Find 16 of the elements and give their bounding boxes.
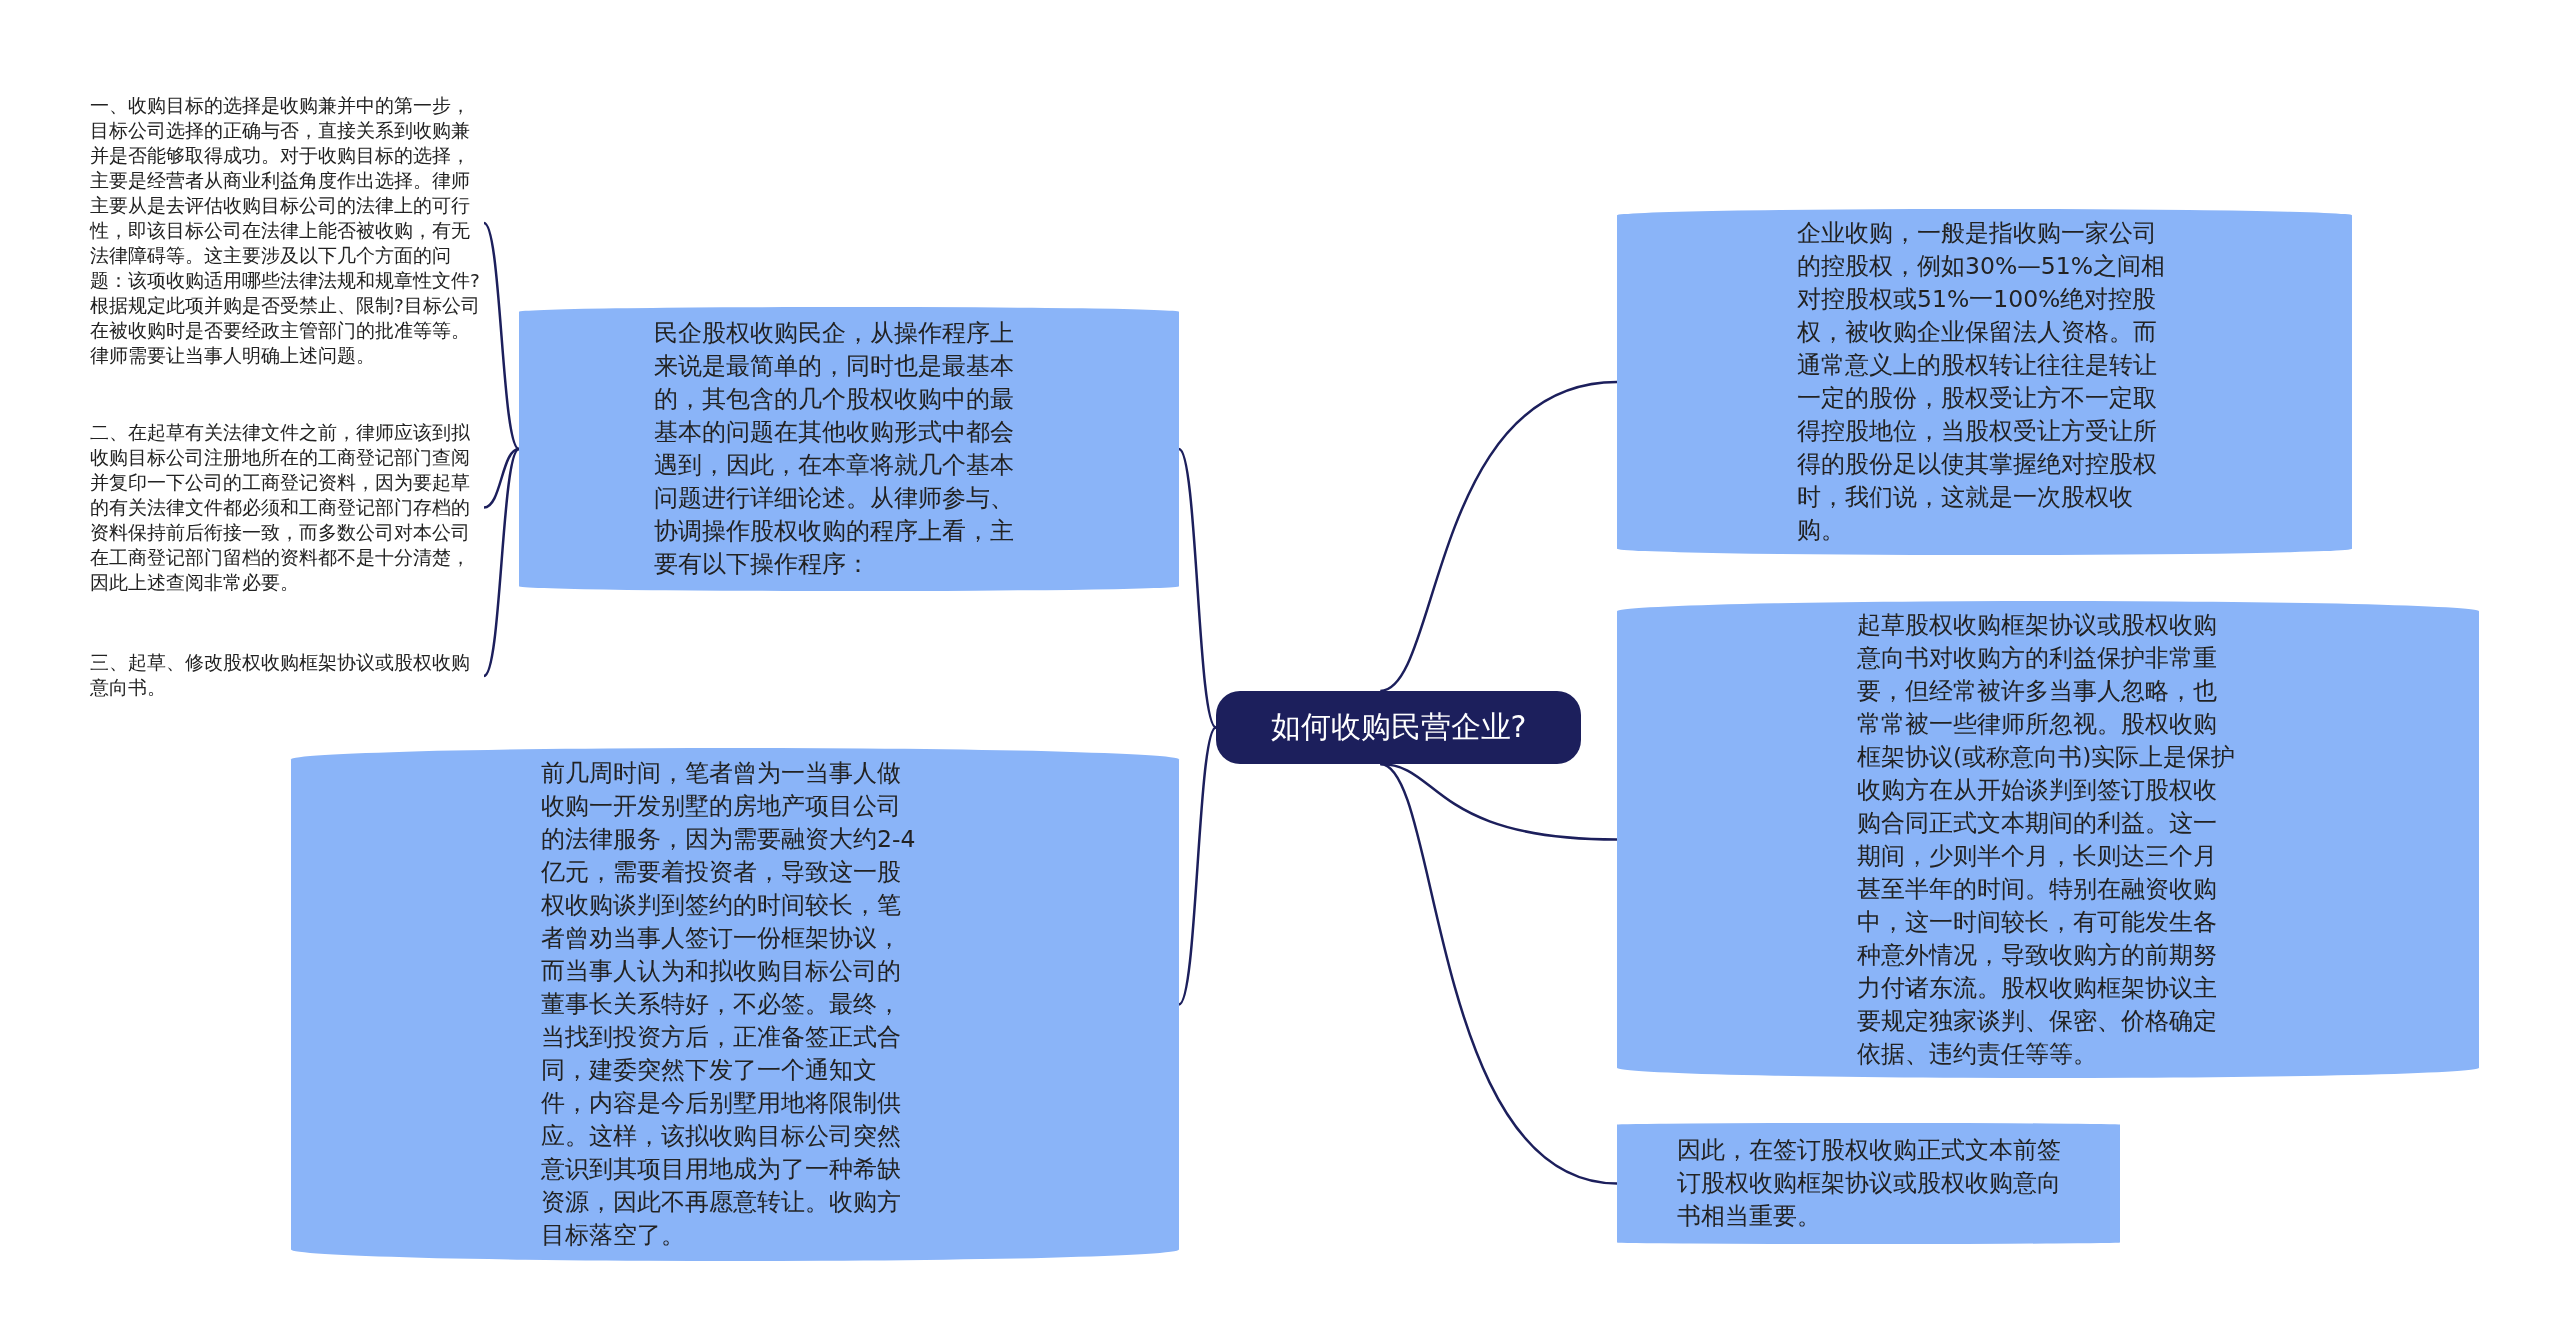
connector-line (1178, 726, 1217, 1006)
topic-pill: 民企股权收购民企，从操作程序上来说是最简单的，同时也是最基本的，其包含的几个股权收购中的最基本的问题在其他收购形式中都会遇到，因此，在本章将就几个基本问题进行详细论述。从律师参与、协调操作股权收购的程序上看，主要有以下操作程序： (519, 307, 1179, 591)
topic-pill: 企业收购，一般是指收购一家公司的控股权，例如30%—51%之间相对控股权或51%一100%绝对控股权，被收购企业保留法人资格。而通常意义上的股权转让往往是转让一定的股份，股权受让方不一定取得控股地位，当股权受让方受让所得的股份足以使其掌握绝对控股权时，我们说，这就是一次股权收购。 (1617, 209, 2352, 555)
connector-line (483, 222, 520, 450)
connector-line (483, 447, 520, 509)
note-text: 一、收购目标的选择是收购兼并中的第一步，目标公司选择的正确与否，直接关系到收购兼并是否能够取得成功。对于收购目标的选择，主要是经营者从商业利益角度作出选择。律师主要从是去评估收购目标公司的法律上的可行性，即该目标公司在法律上能否被收购，有无法律障碍等。这主要涉及以下几个方面的问题：该项收购适用哪些法律法规和规章性文件?根据规定此项并购是否受禁止、限制?目标公司在被收购时是否要经政主管部门的批准等等。律师需要让当事人明确上述问题。 (90, 94, 480, 368)
note-text: 二、在起草有关法律文件之前，律师应该到拟收购目标公司注册地所在的工商登记部门查阅并复印一下公司的工商登记资料，因为要起草的有关法律文件都必须和工商登记部门存档的资料保持前后衔接一致，而多数公司对本公司在工商登记部门留档的资料都不是十分清楚，因此上述查阅非常必要。 (90, 421, 471, 595)
connector-line (1178, 448, 1217, 729)
note-text: 三、起草、修改股权收购框架协议或股权收购意向书。 (90, 651, 471, 700)
topic-pill: 因此，在签订股权收购正式文本前签订股权收购框架协议或股权收购意向书相当重要。 (1617, 1123, 2120, 1244)
connector-line (483, 448, 520, 677)
topic-pill: 前几周时间，笔者曾为一当事人做收购一开发别墅的房地产项目公司的法律服务，因为需要融资大约2-4亿元，需要着投资者，导致这一股权收购谈判到签约的时间较长，笔者曾劝当事人签订一份框架协议，而当事人认为和拟收购目标公司的董事长关系特好，不必签。最终，当找到投资方后，正准备签正式合同，建委突然下发了一个通知文件，内容是今后别墅用地将限制供应。这样，该拟收购目标公司突然意识到其项目用地成为了一种希缺资源，因此不再愿意转让。收购方目标落空了。 (291, 748, 1179, 1261)
connector-line (1379, 762, 1618, 1185)
topic-pill: 如何收购民营企业? (1216, 691, 1581, 764)
topic-pill: 起草股权收购框架协议或股权收购意向书对收购方的利益保护非常重要，但经常被许多当事人忽略，也常常被一些律师所忽视。股权收购框架协议(或称意向书)实际上是保护收购方在从开始谈判到签订股权收购合同正式文本期间的利益。这一期间，少则半个月，长则达三个月甚至半年的时间。特别在融资收购中，这一时间较长，有可能发生各种意外情况，导致收购方的前期努力付诸东流。股权收购框架协议主要规定独家谈判、保密、价格确定依据、违约责任等等。 (1617, 601, 2479, 1078)
connector-line (1379, 380, 1618, 693)
